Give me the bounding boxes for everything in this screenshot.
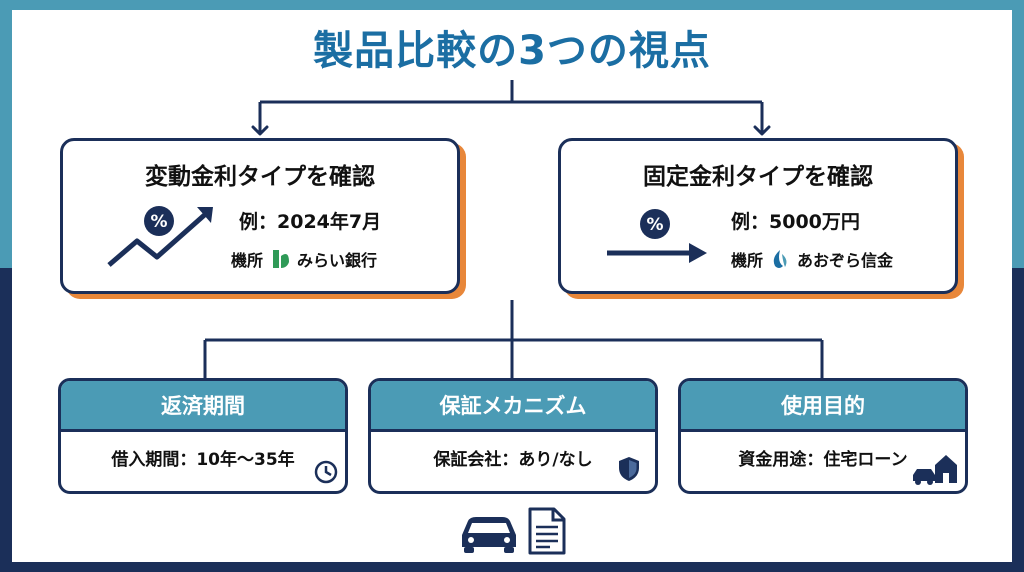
frame-bottom-border <box>0 562 1024 572</box>
frame-left-border-lower <box>0 268 12 572</box>
variable-card-title: 変動金利タイプを確認 <box>145 164 375 190</box>
purpose-header: 使用目的 <box>681 381 965 432</box>
repayment-header: 返済期間 <box>61 381 345 432</box>
rising-trend-icon: % <box>107 206 213 267</box>
guarantee-body: 保証会社：あり/なし <box>433 450 593 470</box>
guarantee-header: 保証メカニズム <box>371 381 655 432</box>
frame-left-border <box>0 0 12 268</box>
variable-institution: 機所 みらい銀行 <box>231 247 377 271</box>
percent-badge: % <box>646 215 663 235</box>
institution-prefix: 機所 <box>231 251 264 270</box>
frame-right-border-lower <box>1012 268 1024 572</box>
variable-rate-card: 変動金利タイプを確認 % 例：2024年7月 機所 みらい銀行 <box>60 138 460 294</box>
aozora-shinkin-logo-icon <box>773 250 787 268</box>
frame-top-border <box>0 0 1024 10</box>
document-icon <box>528 507 566 555</box>
house-car-icon <box>913 455 957 485</box>
institution-prefix: 機所 <box>731 251 764 270</box>
guarantee-mechanism-box: 保証メカニズム 保証会社：あり/なし <box>368 378 658 494</box>
institution-name: みらい銀行 <box>297 251 378 270</box>
fixed-rate-card: 固定金利タイプを確認 % 例：5000万円 機所 あおぞら信金 <box>558 138 958 294</box>
fixed-example: 例：5000万円 <box>731 211 860 233</box>
page-title: 製品比較の3つの視点 <box>313 28 711 74</box>
shield-icon <box>619 457 639 481</box>
fixed-card-title: 固定金利タイプを確認 <box>643 164 873 190</box>
mirai-bank-logo-icon <box>273 250 290 268</box>
institution-name: あおぞら信金 <box>797 251 894 270</box>
flat-arrow-icon: % <box>607 209 707 263</box>
car-icon <box>462 517 516 553</box>
fixed-institution: 機所 あおぞら信金 <box>731 247 893 271</box>
frame-right-border <box>1012 0 1024 268</box>
variable-example: 例：2024年7月 <box>239 211 382 233</box>
bottom-icon-group <box>462 507 566 555</box>
repayment-period-box: 返済期間 借入期間：10年〜35年 <box>58 378 348 494</box>
percent-badge: % <box>150 212 167 232</box>
purpose-body: 資金用途：住宅ローン <box>738 450 908 470</box>
usage-purpose-box: 使用目的 資金用途：住宅ローン <box>678 378 968 494</box>
clock-icon <box>314 460 338 484</box>
repayment-body: 借入期間：10年〜35年 <box>111 450 295 470</box>
